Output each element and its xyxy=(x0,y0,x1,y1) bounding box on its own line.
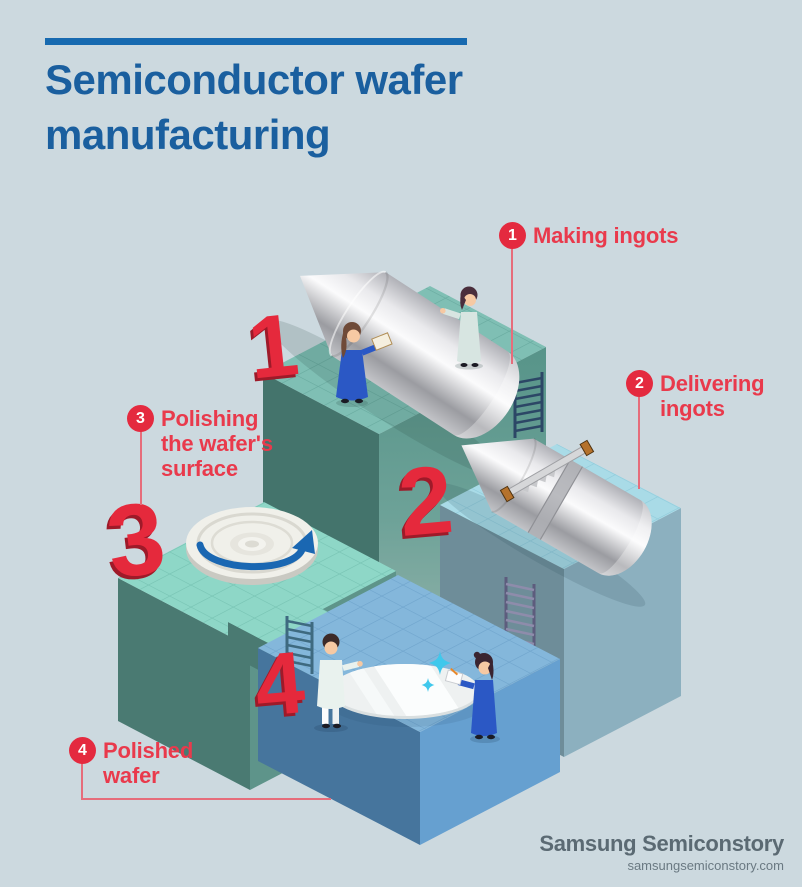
polished-wafer xyxy=(326,651,490,727)
numeral-3: 3 3 xyxy=(98,480,171,603)
svg-text:3: 3 xyxy=(101,480,171,600)
svg-text:2: 2 xyxy=(395,446,458,557)
svg-text:1: 1 xyxy=(241,297,300,401)
rotation-arrow-icon xyxy=(196,530,315,571)
callout-polishing-surface: 3 Polishing the wafer's surface xyxy=(127,405,273,481)
footer-website: samsungsemiconstory.com xyxy=(627,858,784,873)
step-3-badge: 3 xyxy=(127,405,154,432)
scientist-3 xyxy=(314,633,363,732)
step-1-badge: 1 xyxy=(499,222,526,249)
step-4-label: Polished wafer xyxy=(103,738,194,788)
callout-2-line xyxy=(638,397,640,489)
footer: Samsung Semiconstory samsungsemiconstory… xyxy=(539,831,784,873)
step-2-badge: 2 xyxy=(626,370,653,397)
callout-polished-wafer: 4 Polished wafer xyxy=(69,737,193,788)
callout-3-line xyxy=(140,431,142,505)
callout-delivering-ingots: 2 Delivering ingots xyxy=(626,370,765,421)
svg-text:1: 1 xyxy=(244,294,303,398)
scientist-4 xyxy=(444,651,500,743)
sparkle-icon xyxy=(421,651,451,692)
ingot-1 xyxy=(299,270,520,439)
callout-1-line xyxy=(511,249,513,364)
ingot-2-shadow xyxy=(436,483,646,607)
step-1-label: Making ingots xyxy=(533,223,679,248)
step-4-badge: 4 xyxy=(69,737,96,764)
ladder-3 xyxy=(285,616,314,674)
svg-text:4: 4 xyxy=(251,632,308,735)
footer-brand: Samsung Semiconstory xyxy=(539,831,784,856)
scientist-2 xyxy=(440,286,483,370)
svg-text:3: 3 xyxy=(98,483,168,603)
polishing-turntable xyxy=(186,507,318,585)
page-title: Semiconductor wafer manufacturing xyxy=(45,56,463,158)
svg-text:4: 4 xyxy=(248,635,305,738)
svg-text:2: 2 xyxy=(392,449,455,560)
step-3-label: Polishing the wafer's surface xyxy=(161,406,273,481)
step-2-label: Delivering ingots xyxy=(660,371,765,421)
callout-making-ingots: 1 Making ingots xyxy=(499,222,678,249)
scientist-1 xyxy=(336,322,393,407)
ingot-2 xyxy=(461,437,652,576)
numeral-4: 4 4 xyxy=(248,632,308,738)
callout-4-line-vertical xyxy=(81,763,83,799)
numeral-1: 1 1 xyxy=(241,294,303,401)
numeral-2: 2 2 xyxy=(392,446,458,560)
ingot-1-shadow xyxy=(266,319,506,479)
callout-4-line-horizontal xyxy=(81,798,331,800)
saw-ruler xyxy=(499,439,595,503)
accent-bar xyxy=(45,38,467,45)
